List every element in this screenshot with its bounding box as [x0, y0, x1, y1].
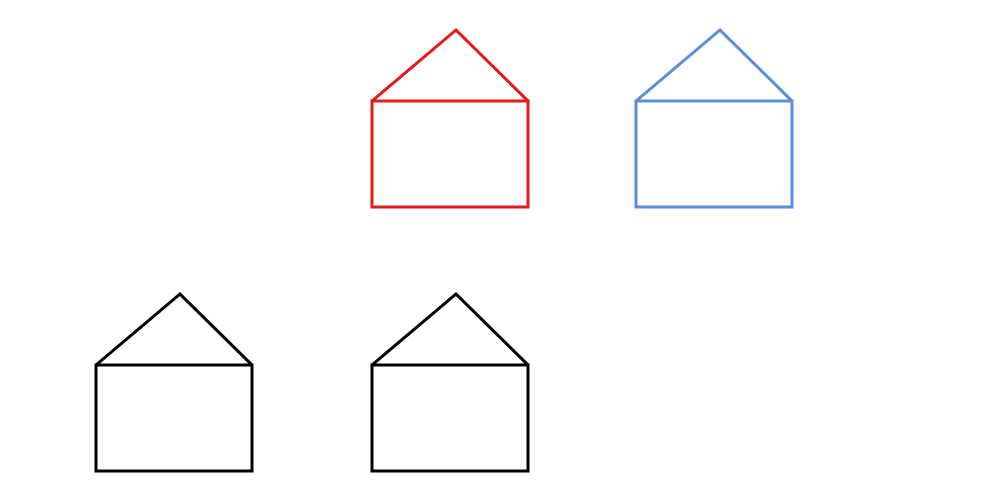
house-body	[94, 363, 254, 473]
house-body	[634, 99, 794, 209]
house-roof	[635, 27, 794, 103]
house-body	[370, 363, 530, 473]
house-top-middle	[370, 27, 530, 209]
house-top-right	[634, 27, 794, 209]
house-roof	[371, 27, 530, 103]
house-roof	[95, 291, 254, 367]
house-bottom-left	[94, 291, 254, 473]
house-body	[370, 99, 530, 209]
house-roof	[371, 291, 530, 367]
house-bottom-middle	[370, 291, 530, 473]
